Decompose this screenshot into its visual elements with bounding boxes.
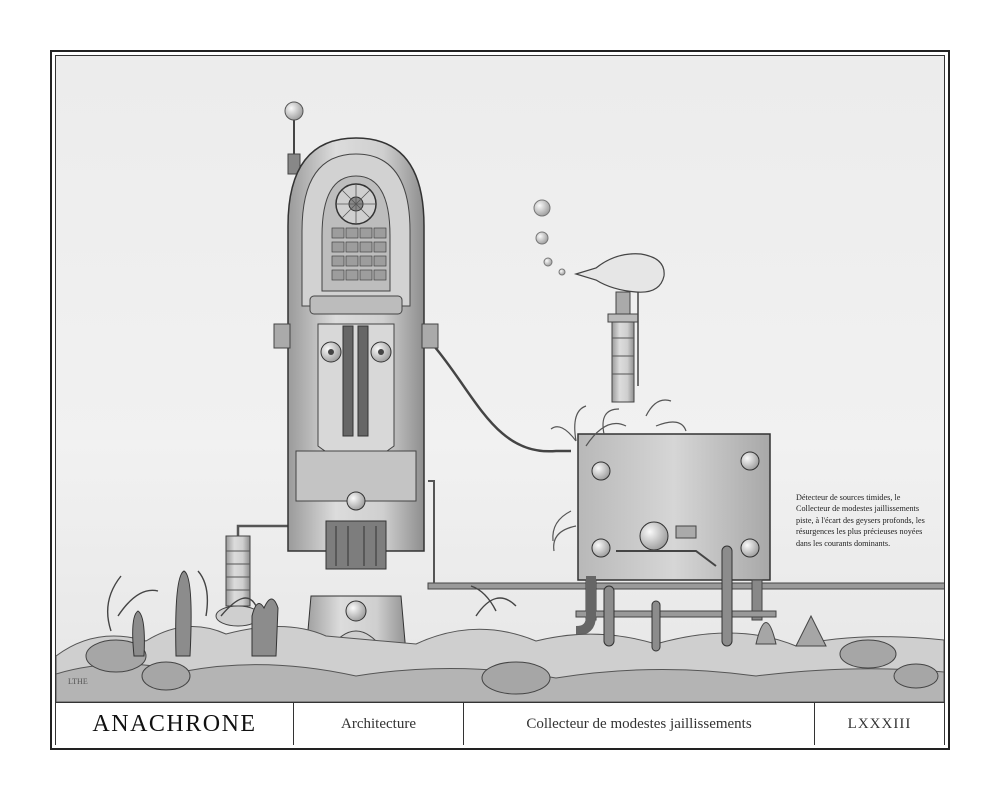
plate-number: LXXXIII bbox=[847, 715, 912, 732]
horizontal-rail bbox=[427, 582, 947, 590]
antenna-wheel bbox=[284, 101, 304, 121]
rocks bbox=[85, 614, 939, 695]
plate-name: Collecteur de modestes jaillissements bbox=[464, 703, 815, 745]
flask bbox=[573, 253, 665, 403]
main-tower bbox=[273, 137, 439, 677]
connecting-pipe bbox=[433, 345, 571, 453]
bubble bbox=[533, 199, 551, 217]
outer-frame bbox=[50, 50, 950, 750]
category-label: Architecture bbox=[294, 703, 464, 745]
bubble bbox=[558, 268, 566, 276]
title-bar: ANACHRONE Architecture Collecteur de mod… bbox=[56, 702, 944, 745]
series-title: ANACHRONE bbox=[56, 703, 294, 745]
bubble bbox=[543, 257, 553, 267]
artist-signature: LTHE bbox=[68, 677, 88, 686]
box-machine bbox=[575, 433, 777, 636]
caption-text: Détecteur de sources timides, le Collect… bbox=[796, 493, 925, 548]
plants bbox=[550, 399, 687, 552]
cacti bbox=[132, 545, 733, 657]
illustration: LTHE bbox=[55, 56, 947, 703]
small-tower bbox=[215, 535, 261, 627]
machine-illustration: LTHE bbox=[55, 101, 947, 703]
bubble bbox=[535, 231, 549, 245]
